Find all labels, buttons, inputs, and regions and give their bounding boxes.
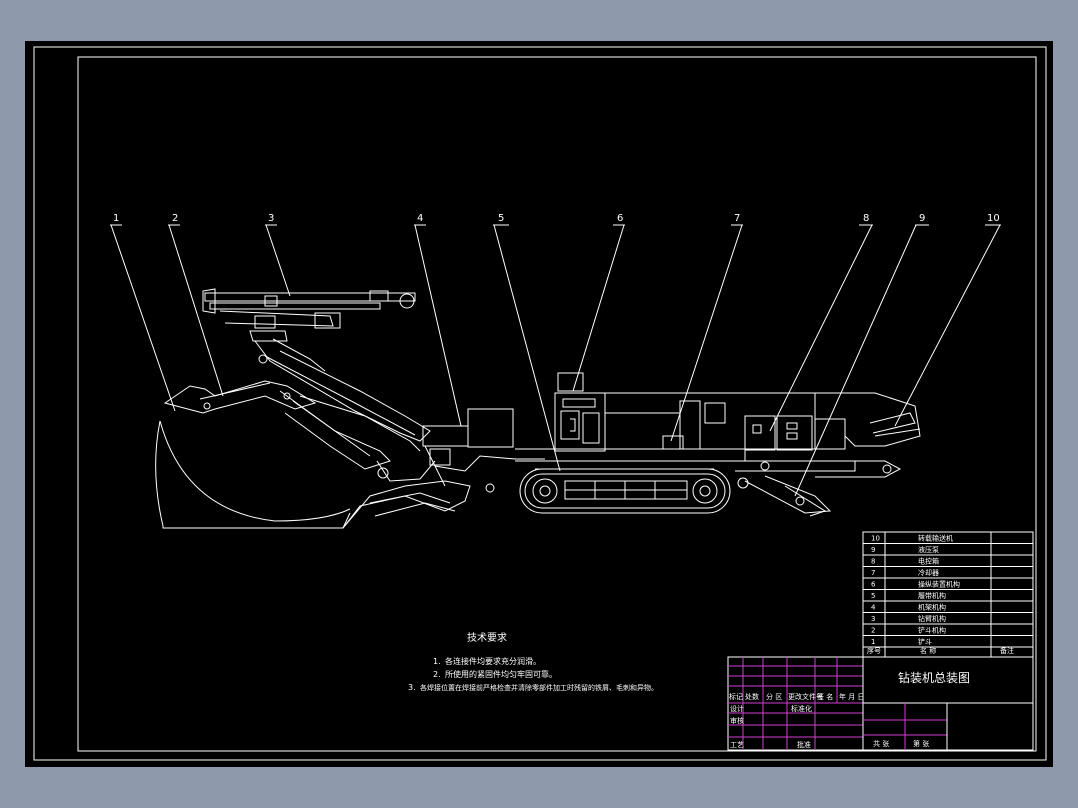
parts-row-name: 液压泵 bbox=[918, 545, 939, 554]
parts-row-no: 10 bbox=[871, 535, 880, 543]
note-1-num: 1. bbox=[433, 657, 441, 666]
rev-h-date: 年 月 日 bbox=[839, 692, 864, 701]
inner-frame bbox=[77, 56, 1037, 752]
parts-row-name: 转载输送机 bbox=[918, 534, 953, 543]
parts-row-name: 铲斗机构 bbox=[918, 626, 946, 635]
parts-row-no: 1 bbox=[871, 638, 875, 646]
note-3: 各焊接位置在焊接前严格检查并清除零部件加工时残留的铁屑、毛刺和异物。 bbox=[420, 683, 658, 692]
parts-row-name: 冷却器 bbox=[918, 568, 939, 577]
crawler-track bbox=[519, 468, 731, 514]
parts-row-name: 钻臂机构 bbox=[918, 614, 946, 623]
rev-h-count: 处数 bbox=[745, 692, 759, 701]
bucket bbox=[155, 420, 471, 529]
callout-2: 2 bbox=[172, 213, 178, 224]
parts-row-name: 履带机构 bbox=[918, 591, 946, 600]
role-design: 设计 bbox=[730, 704, 744, 713]
callout-10: 10 bbox=[987, 213, 1000, 224]
callout-9: 9 bbox=[919, 213, 925, 224]
note-2: 所使用的紧固件均匀牢固可靠。 bbox=[445, 669, 557, 679]
sheet-number: 第 张 bbox=[913, 739, 929, 748]
role-std: 标准化 bbox=[791, 704, 812, 713]
role-approve: 批准 bbox=[797, 740, 811, 749]
drawing-title: 钻装机总装图 bbox=[898, 670, 970, 685]
drill-boom bbox=[202, 288, 431, 442]
tech-title: 技术要求 bbox=[467, 631, 507, 644]
callout-3: 3 bbox=[268, 213, 274, 224]
sheet-total: 共 张 bbox=[873, 739, 889, 748]
operating-unit bbox=[554, 372, 606, 452]
parts-row-no: 4 bbox=[871, 604, 876, 612]
parts-row-name: 铲斗 bbox=[918, 637, 932, 646]
parts-row-name: 操纵装置机构 bbox=[918, 580, 960, 589]
title-block: 标记 处数 分 区 更改文件号 签 名 年 月 日 设计 标准化 审核 工艺 批… bbox=[727, 656, 1034, 751]
callout-5: 5 bbox=[498, 213, 504, 224]
outer-frame bbox=[33, 46, 1047, 761]
machine-assembly bbox=[155, 288, 921, 529]
parts-row-name: 机架机构 bbox=[918, 603, 946, 612]
header-seq: 序号 bbox=[867, 646, 881, 655]
rev-h-mark: 标记 bbox=[729, 692, 743, 701]
cad-drawing: 1 2 3 4 5 6 7 8 9 10 技术要求 1. 各连接件均要求充分润滑… bbox=[33, 46, 1047, 761]
role-process: 工艺 bbox=[730, 741, 744, 749]
note-3-num: 3. bbox=[408, 683, 416, 692]
callout-1: 1 bbox=[113, 213, 119, 224]
callout-6: 6 bbox=[617, 213, 623, 224]
note-2-num: 2. bbox=[433, 670, 441, 679]
header-name: 名 称 bbox=[920, 646, 936, 655]
parts-row-no: 3 bbox=[871, 615, 875, 623]
conveyor bbox=[737, 392, 921, 517]
leader-lines bbox=[110, 224, 1001, 497]
callout-4: 4 bbox=[417, 213, 423, 224]
callout-8: 8 bbox=[863, 213, 869, 224]
bucket-arm bbox=[163, 380, 436, 482]
parts-row-no: 5 bbox=[871, 592, 875, 600]
main-body bbox=[604, 392, 816, 450]
parts-row-no: 2 bbox=[871, 627, 875, 635]
part-callouts: 1 2 3 4 5 6 7 8 9 10 bbox=[113, 213, 1000, 224]
electric-box bbox=[735, 415, 856, 472]
note-1: 各连接件均要求充分润滑。 bbox=[445, 656, 541, 666]
callout-7: 7 bbox=[734, 213, 740, 224]
rev-h-doc: 更改文件号 bbox=[788, 692, 823, 701]
drawing-sheet: 1 2 3 4 5 6 7 8 9 10 技术要求 1. 各连接件均要求充分润滑… bbox=[25, 41, 1053, 767]
parts-row-no: 8 bbox=[871, 558, 875, 566]
role-check: 审核 bbox=[730, 716, 744, 725]
revision-grid bbox=[728, 657, 1033, 750]
rev-h-sign: 签 名 bbox=[817, 692, 833, 701]
tech-requirements: 技术要求 1. 各连接件均要求充分润滑。 2. 所使用的紧固件均匀牢固可靠。 3… bbox=[408, 631, 658, 692]
parts-row-name: 电控箱 bbox=[918, 557, 939, 566]
rev-h-zone: 分 区 bbox=[766, 692, 782, 701]
parts-list: 10 转载输送机 9 液压泵 8 电控箱 7 冷却器 6 操纵装置机构 5 履带机构 4 机架机构 3 钻臂机… bbox=[862, 531, 1034, 658]
parts-row-no: 6 bbox=[871, 581, 876, 589]
parts-row-no: 9 bbox=[871, 546, 875, 554]
header-remark: 备注 bbox=[1000, 646, 1014, 655]
parts-row-no: 7 bbox=[871, 569, 875, 577]
